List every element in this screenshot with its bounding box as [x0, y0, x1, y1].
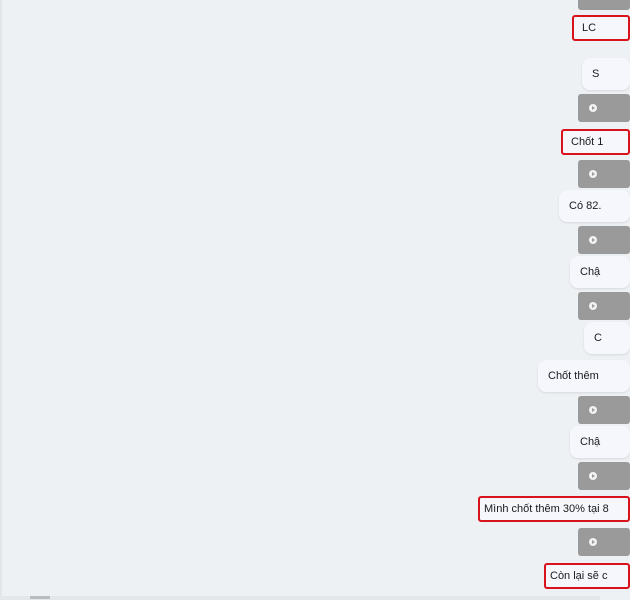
- attachment-thumbnail[interactable]: [578, 396, 630, 424]
- message-bubble[interactable]: Mình chốt thêm 30% tại 8: [478, 497, 630, 521]
- play-icon: [589, 170, 597, 178]
- attachment-thumbnail[interactable]: [578, 226, 630, 254]
- play-icon: [589, 406, 597, 414]
- message-text: Có 82.: [569, 200, 602, 212]
- message-bubble[interactable]: S: [582, 58, 630, 90]
- message-text: LC: [582, 22, 597, 34]
- message-text: Chậ: [580, 266, 601, 278]
- message-bubble[interactable]: Chốt 1: [561, 130, 630, 154]
- message-bubble[interactable]: LC: [572, 16, 630, 40]
- attachment-thumbnail[interactable]: [578, 462, 630, 490]
- message-text: Chậ: [580, 436, 601, 448]
- message-bubble[interactable]: Chậ: [570, 426, 630, 458]
- message-bubble[interactable]: Có 82.: [559, 190, 630, 222]
- message-bubble[interactable]: C: [584, 322, 630, 354]
- message-bubble[interactable]: Chậ: [570, 256, 630, 288]
- attachment-thumbnail[interactable]: [578, 0, 630, 10]
- attachment-thumbnail[interactable]: [578, 94, 630, 122]
- message-bubble[interactable]: Còn lại sẽ c: [544, 564, 630, 588]
- message-text: Chốt thêm: [548, 370, 599, 382]
- play-icon: [589, 104, 597, 112]
- message-text: C: [594, 332, 602, 344]
- attachment-thumbnail[interactable]: [578, 292, 630, 320]
- scrollbar-handle[interactable]: [30, 596, 50, 599]
- panel-divider: [0, 0, 2, 596]
- message-text: Còn lại sẽ c: [550, 570, 608, 582]
- play-icon: [589, 236, 597, 244]
- play-icon: [589, 302, 597, 310]
- message-text: Chốt 1: [571, 136, 604, 148]
- message-text: Mình chốt thêm 30% tại 8: [484, 503, 609, 515]
- attachment-thumbnail[interactable]: [578, 160, 630, 188]
- play-icon: [589, 538, 597, 546]
- message-bubble[interactable]: Chốt thêm: [538, 360, 630, 392]
- play-icon: [589, 472, 597, 480]
- message-text: S: [592, 68, 600, 80]
- horizontal-scrollbar[interactable]: [0, 596, 600, 600]
- attachment-thumbnail[interactable]: [578, 528, 630, 556]
